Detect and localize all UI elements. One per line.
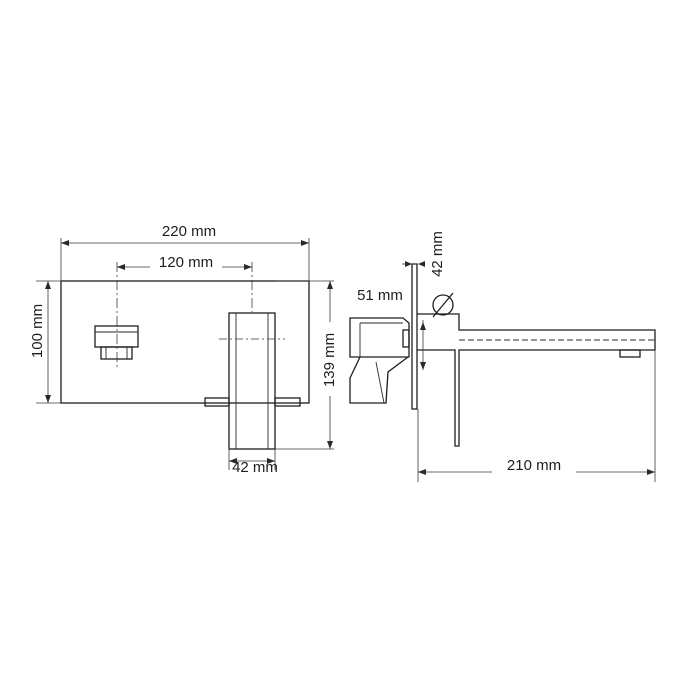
- dimension-100-label: 100 mm: [29, 304, 46, 358]
- dimension-42-front: 42 mm: [229, 458, 278, 476]
- dimension-220: 220 mm: [61, 223, 309, 246]
- dimension-120-label: 120 mm: [159, 254, 213, 271]
- wall-flange: [411, 263, 418, 410]
- dimension-120: 120 mm: [117, 253, 252, 273]
- dimension-139: 139 mm: [318, 281, 340, 449]
- spout-front: [204, 312, 301, 450]
- dimension-139-label: 139 mm: [321, 333, 338, 387]
- dimension-220-label: 220 mm: [162, 223, 216, 240]
- dimension-51: 51 mm: [357, 287, 426, 370]
- dimension-210-label: 210 mm: [507, 457, 561, 474]
- diameter-icon: [432, 292, 454, 318]
- side-spout: [417, 313, 656, 447]
- dimension-42-front-label: 42 mm: [232, 459, 278, 476]
- side-view: 42 mm 51 mm 210 mm: [349, 231, 656, 482]
- side-handle: [349, 317, 410, 404]
- dimension-42-side-label: 42 mm: [429, 231, 446, 277]
- wall-plate: [60, 280, 310, 404]
- dimension-210: 210 mm: [418, 456, 655, 476]
- dimension-42-side: 42 mm: [402, 231, 446, 277]
- dimension-100: 100 mm: [29, 281, 51, 403]
- dimension-51-label: 51 mm: [357, 287, 403, 304]
- front-view: 220 mm 120 mm 100 mm 139 mm: [29, 223, 340, 476]
- handle-cartridge: [94, 325, 139, 360]
